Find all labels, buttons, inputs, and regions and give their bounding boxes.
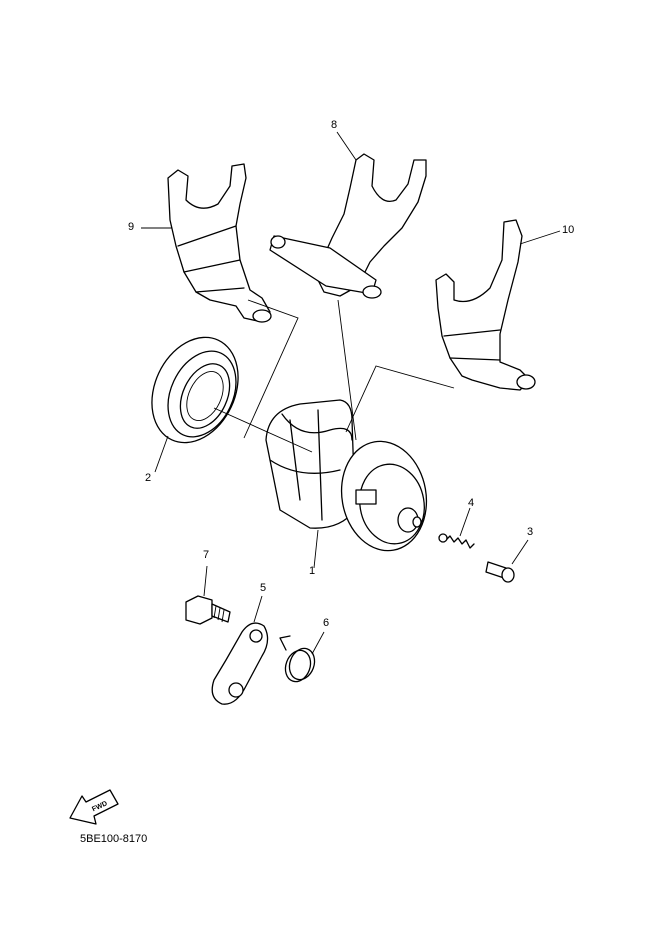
callout-1: 1 [309, 565, 316, 577]
callout-5: 5 [260, 582, 267, 594]
callout-6: 6 [323, 617, 330, 629]
pin-3 [485, 561, 515, 583]
fwd-arrow-icon: FWD [69, 789, 119, 825]
shift-fork-8 [269, 153, 427, 299]
stopper-lever-5 [211, 622, 269, 705]
diagram-code: 5BE100-8170 [80, 833, 148, 845]
callout-7: 7 [203, 549, 210, 561]
callout-9: 9 [128, 221, 135, 233]
shift-drum-1 [265, 399, 428, 552]
torsion-spring-6 [279, 635, 316, 683]
shift-fork-10 [435, 219, 536, 391]
callout-8: 8 [331, 119, 338, 131]
callout-2: 2 [145, 472, 152, 484]
callout-4: 4 [468, 497, 475, 509]
bolt-7 [185, 595, 231, 625]
callout-3: 3 [527, 526, 534, 538]
bearing-2 [151, 336, 239, 444]
shift-fork-9 [167, 163, 272, 323]
spring-4 [412, 516, 475, 549]
callout-10: 10 [562, 224, 575, 236]
